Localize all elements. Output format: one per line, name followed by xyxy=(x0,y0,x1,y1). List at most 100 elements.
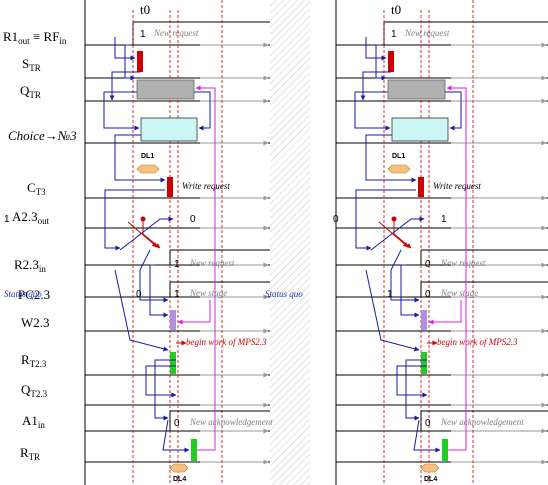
dep-r23-pc23 xyxy=(139,249,169,303)
dep-a1-rtr xyxy=(413,419,441,453)
dl1-tag xyxy=(387,164,411,174)
fb-pc23-w23 xyxy=(177,300,211,325)
choice-block xyxy=(140,117,198,142)
fb-rtr-qtr xyxy=(446,85,467,451)
choice-block xyxy=(391,117,449,142)
a23-cross-blue xyxy=(119,216,174,251)
dep-qtr-choice-r xyxy=(445,91,462,131)
str-pulse xyxy=(137,51,143,72)
qtr-block xyxy=(387,79,446,100)
r1-value: 1 xyxy=(391,29,397,40)
label-a1in: A1in xyxy=(22,413,45,430)
dep-r23-pc23 xyxy=(390,249,420,303)
label-a23out: A2.3out xyxy=(12,209,50,226)
dep-pc23-w23 xyxy=(400,264,420,318)
note-begin-work: begin work of MPS2.3 xyxy=(437,337,518,347)
dep-w23-rt23 xyxy=(114,269,169,352)
a23-cross-blue xyxy=(370,216,425,251)
dl1-label: DL1 xyxy=(141,153,154,160)
a1-value: 0 xyxy=(425,418,431,429)
a23-cross-red-2 xyxy=(127,221,158,248)
a23-cross-red-2 xyxy=(378,221,409,248)
rtr-pulse xyxy=(442,439,448,461)
dep-a1-rtr xyxy=(162,419,190,453)
dl4-label: DL4 xyxy=(173,476,186,483)
pc23-after: 1 xyxy=(174,289,180,300)
note-status-quo: Status quo xyxy=(4,289,42,299)
dep-r1-str xyxy=(365,37,387,61)
note-r23: New request xyxy=(440,258,486,268)
ct3-pulse xyxy=(167,177,173,197)
a23-after: 1 xyxy=(441,214,447,225)
note-new-stage: New stage xyxy=(440,288,478,298)
pc23-before: 1 xyxy=(387,289,393,300)
rt23-pulse xyxy=(170,352,176,374)
label-w23: W2.3 xyxy=(21,315,50,330)
label-r23in: R2.3in xyxy=(14,257,46,274)
dep-choice-ct3 xyxy=(114,134,166,183)
w23-pulse xyxy=(170,310,176,330)
dep-ct3-a23 xyxy=(355,189,416,251)
qtr-block xyxy=(136,79,195,100)
dep-str-qtr xyxy=(360,71,391,101)
fb-pc23-w23 xyxy=(428,300,462,325)
a23-before: 1 xyxy=(4,214,10,225)
dep-r1-qtr xyxy=(124,44,136,81)
dep-qtr-choice xyxy=(354,91,391,131)
dl4-tag xyxy=(420,463,440,473)
dep-rt23-qt23 xyxy=(145,365,177,398)
dep-rt23-qt23 xyxy=(396,365,428,398)
fb-rtr-qtr xyxy=(195,85,216,451)
ct3-pulse xyxy=(418,177,424,197)
label-qtr: QTR xyxy=(20,83,41,100)
pc23-before: 0 xyxy=(136,289,142,300)
note-new-ack: New acknowledgement xyxy=(440,417,524,427)
note-new-request: New request xyxy=(404,28,450,38)
pc23-after: 0 xyxy=(425,289,431,300)
dep-r1-qtr xyxy=(375,44,387,81)
note-new-request: New request xyxy=(153,28,199,38)
note-r23: New request xyxy=(189,258,235,268)
dl4-label: DL4 xyxy=(424,476,437,483)
note-status-quo: Status quo xyxy=(265,289,303,299)
dep-w23-rt23 xyxy=(365,269,420,352)
r23-value: 1 xyxy=(174,259,180,270)
label-ct3: CT3 xyxy=(27,180,46,197)
dep-rt23-a1 xyxy=(405,359,427,421)
label-qt23: QT2.3 xyxy=(21,382,48,399)
dl4-tag xyxy=(169,463,189,473)
rt23-pulse xyxy=(421,352,427,374)
note-write-request: Write request xyxy=(433,181,481,191)
note-new-stage: New stage xyxy=(189,288,227,298)
dep-rt23-a1 xyxy=(154,359,176,421)
dep-qtr-choice xyxy=(103,91,140,131)
a23-before: 0 xyxy=(333,214,339,225)
dep-qtr-choice-r xyxy=(194,91,211,131)
note-begin-work: begin work of MPS2.3 xyxy=(186,337,267,347)
label-str: STR xyxy=(22,56,41,73)
dep-pc23-w23 xyxy=(149,264,169,318)
label-r1out-rfin: R1out ≡ RFin xyxy=(3,29,67,46)
label-rt23: RT2.3 xyxy=(21,352,47,369)
signal-labels: R1out ≡ RFin STR QTR Choice→№3 CT3 A2.3o… xyxy=(3,29,77,462)
note-new-ack: New acknowledgement xyxy=(189,417,273,427)
a1-value: 0 xyxy=(174,418,180,429)
dep-r1-str xyxy=(114,37,136,61)
label-choice: Choice→№3 xyxy=(8,128,77,143)
str-pulse xyxy=(388,51,394,72)
dep-ct3-a23 xyxy=(104,189,165,251)
label-rtr: RTR xyxy=(20,445,40,462)
t0-label: t0 xyxy=(391,2,401,17)
r23-value: 0 xyxy=(425,259,431,270)
dep-choice-ct3 xyxy=(365,134,417,183)
r1-value: 1 xyxy=(140,29,146,40)
separator-hatch xyxy=(270,0,310,485)
a23-after: 0 xyxy=(190,214,196,225)
dl1-tag xyxy=(136,164,160,174)
a23-cross-red xyxy=(142,219,161,249)
a23-cross-red xyxy=(393,219,412,249)
